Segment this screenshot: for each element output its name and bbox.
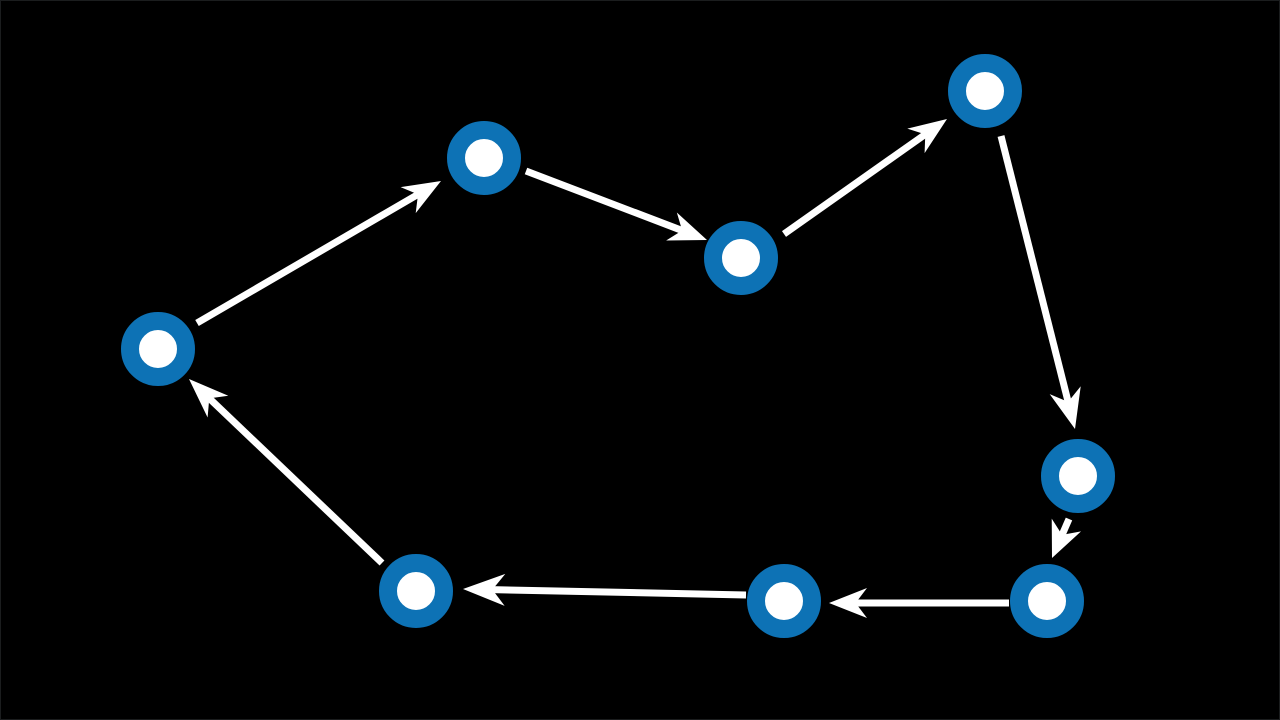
node-circle[interactable] xyxy=(379,554,453,628)
edge-arrowhead xyxy=(666,212,707,241)
edge-arrowhead xyxy=(1051,518,1082,558)
graph-edge-e7 xyxy=(463,573,747,606)
graph-edge-e6 xyxy=(829,588,1009,618)
edge-arrowhead xyxy=(829,588,867,618)
edge-line xyxy=(202,391,385,566)
edges-layer xyxy=(189,119,1082,618)
graph-node-n4[interactable] xyxy=(948,54,1022,128)
edge-line xyxy=(997,135,1074,409)
edge-arrowhead xyxy=(400,181,441,214)
graph-node-n7[interactable] xyxy=(747,564,821,638)
edge-line xyxy=(195,188,425,327)
edge-line xyxy=(524,167,689,236)
graph-edge-e3 xyxy=(781,119,947,237)
graph-node-n6[interactable] xyxy=(1010,564,1084,638)
edge-line xyxy=(781,128,932,237)
node-circle[interactable] xyxy=(1010,564,1084,638)
graph-edge-e8 xyxy=(189,379,385,566)
node-circle[interactable] xyxy=(447,121,521,195)
edge-line xyxy=(486,585,747,599)
graph-node-n5[interactable] xyxy=(1041,439,1115,513)
graph-node-n2[interactable] xyxy=(447,121,521,195)
node-circle[interactable] xyxy=(747,564,821,638)
node-circle[interactable] xyxy=(1041,439,1115,513)
edge-arrowhead xyxy=(463,573,506,606)
node-circle[interactable] xyxy=(704,221,778,295)
graph-node-n1[interactable] xyxy=(121,312,195,386)
graph-edge-e2 xyxy=(524,167,707,241)
edge-arrowhead xyxy=(1049,386,1081,429)
graph-edge-e1 xyxy=(195,181,441,327)
graph-edge-e5 xyxy=(1051,517,1082,558)
graph-node-n8[interactable] xyxy=(379,554,453,628)
graph-edge-e4 xyxy=(997,135,1081,429)
node-circle[interactable] xyxy=(121,312,195,386)
node-circle[interactable] xyxy=(948,54,1022,128)
edge-arrowhead xyxy=(189,379,229,418)
nodes-layer xyxy=(121,54,1115,638)
edge-arrowhead xyxy=(907,119,947,154)
graph-node-n3[interactable] xyxy=(704,221,778,295)
